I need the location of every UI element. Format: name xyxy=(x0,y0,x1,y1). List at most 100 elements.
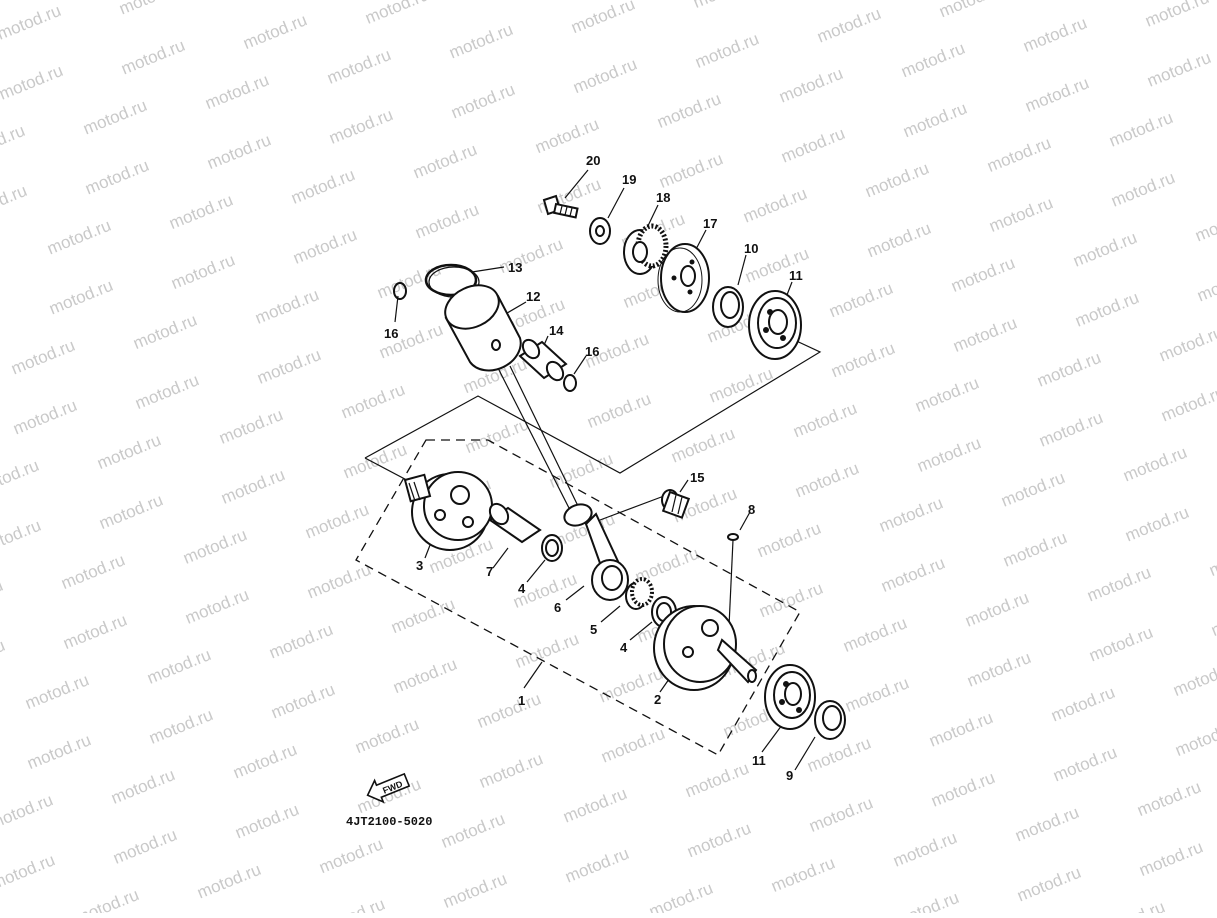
watermark-text: motod.ru xyxy=(318,894,387,913)
callout-label: 4 xyxy=(518,581,526,596)
callout-label: 14 xyxy=(549,323,564,338)
watermark-text: motod.ru xyxy=(984,133,1053,176)
key-8 xyxy=(727,533,739,541)
watermark-text: motod.ru xyxy=(110,825,179,868)
watermark-text: motod.ru xyxy=(546,449,615,492)
watermark-text: motod.ru xyxy=(986,193,1055,236)
watermark-text: motod.ru xyxy=(862,159,931,202)
watermark-text: motod.ru xyxy=(194,860,263,903)
watermark-text: motod.ru xyxy=(352,714,421,757)
watermark-text: motod.ru xyxy=(0,181,30,224)
watermark-text: motod.ru xyxy=(998,468,1067,511)
watermark-text: motod.ru xyxy=(390,654,459,697)
watermark-text: motod.ru xyxy=(1084,563,1153,606)
callout-label: 11 xyxy=(789,268,803,283)
washer-19 xyxy=(589,217,611,245)
callout-label: 13 xyxy=(508,260,522,275)
watermark-text: motod.ru xyxy=(756,579,825,622)
watermark-text: motod.ru xyxy=(0,790,56,833)
callout-label: 7 xyxy=(486,564,493,579)
callout-label: 16 xyxy=(384,326,398,341)
watermark-text: motod.ru xyxy=(562,844,631,887)
watermark-text: motod.ru xyxy=(668,424,737,467)
watermark-text: motod.ru xyxy=(768,853,837,896)
watermark-text: motod.ru xyxy=(878,553,947,596)
watermark-text: motod.ru xyxy=(80,96,149,139)
watermark-text: motod.ru xyxy=(570,54,639,97)
crankshaft-assembly-box xyxy=(355,439,801,756)
piston-12 xyxy=(444,284,522,372)
watermark-text: motod.ru xyxy=(828,339,897,382)
watermark-text: motod.ru xyxy=(740,184,809,227)
watermark-text: motod.ru xyxy=(654,89,723,132)
oil-seal-9 xyxy=(814,700,846,740)
watermark-text: motod.ru xyxy=(1050,743,1119,786)
watermark-text: motod.ru xyxy=(892,888,961,913)
callout-label: 5 xyxy=(590,622,597,637)
callout-label: 20 xyxy=(586,153,600,168)
watermark-text: motod.ru xyxy=(0,61,66,104)
watermark-text: motod.ru xyxy=(1206,537,1217,580)
piston-pin-14 xyxy=(518,338,568,382)
watermark-text: motod.ru xyxy=(962,588,1031,631)
watermark-text: motod.ru xyxy=(232,800,301,843)
watermark-text: motod.ru xyxy=(474,689,543,732)
watermark-text: motod.ru xyxy=(948,253,1017,296)
watermark-text: motod.ru xyxy=(24,730,93,773)
crank-half-3 xyxy=(403,471,493,551)
callout-label: 1 xyxy=(518,693,525,708)
watermark-text: motod.ru xyxy=(0,1,64,44)
watermark-text: motod.ru xyxy=(230,740,299,783)
watermark-text: motod.ru xyxy=(646,879,715,913)
watermark-text: motod.ru xyxy=(1158,383,1217,426)
watermark-text: motod.ru xyxy=(684,819,753,862)
watermark-text: motod.ru xyxy=(288,165,357,208)
watermark-text: motod.ru xyxy=(1136,837,1205,880)
callout-label: 12 xyxy=(526,289,540,304)
watermark-text: motod.ru xyxy=(96,490,165,533)
watermark-text: motod.ru xyxy=(560,784,629,827)
watermark-text: motod.ru xyxy=(8,336,77,379)
watermark-text: motod.ru xyxy=(790,399,859,442)
bearing-11-bottom xyxy=(764,664,816,730)
watermark-text: motod.ru xyxy=(146,705,215,748)
watermark-text: motod.ru xyxy=(10,396,79,439)
watermark-text: motod.ru xyxy=(914,433,983,476)
watermark-text: motod.ru xyxy=(936,0,1005,21)
plate-17 xyxy=(657,243,710,313)
watermark-text: motod.ru xyxy=(266,620,335,663)
watermark-text: motod.ru xyxy=(326,105,395,148)
watermark-text: motod.ru xyxy=(44,216,113,259)
watermark-text: motod.ru xyxy=(1142,0,1211,31)
watermark-text: motod.ru xyxy=(166,190,235,233)
gear-18 xyxy=(623,223,669,275)
bolt-20 xyxy=(542,194,579,219)
watermark-text: motod.ru xyxy=(1070,228,1139,271)
watermark-text: motod.ru xyxy=(412,200,481,243)
watermark-text: motod.ru xyxy=(804,733,873,776)
watermark-text: motod.ru xyxy=(0,636,8,679)
watermark-text: motod.ru xyxy=(440,869,509,912)
watermark-text: motod.ru xyxy=(1036,408,1105,451)
callout-label: 6 xyxy=(554,600,561,615)
watermark-text: motod.ru xyxy=(240,10,309,53)
watermark-text: motod.ru xyxy=(928,768,997,811)
watermark-text: motod.ru xyxy=(1208,597,1217,640)
watermark-text: motod.ru xyxy=(476,749,545,792)
callout-label: 19 xyxy=(622,172,636,187)
watermark-text: motod.ru xyxy=(82,156,151,199)
watermark-text: motod.ru xyxy=(0,121,28,164)
callout-label: 9 xyxy=(786,768,793,783)
watermark-text: motod.ru xyxy=(806,793,875,836)
watermark-text: motod.ru xyxy=(268,680,337,723)
watermark-text: motod.ru xyxy=(1012,803,1081,846)
watermark-text: motod.ru xyxy=(690,0,759,12)
watermark-text: motod.ru xyxy=(1022,73,1091,116)
watermark-text: motod.ru xyxy=(0,850,58,893)
bearing-5 xyxy=(625,577,654,610)
watermark-text: motod.ru xyxy=(0,576,6,619)
watermark-text: motod.ru xyxy=(388,594,457,637)
watermark-text: motod.ru xyxy=(182,585,251,628)
watermark-text: motod.ru xyxy=(1034,348,1103,391)
